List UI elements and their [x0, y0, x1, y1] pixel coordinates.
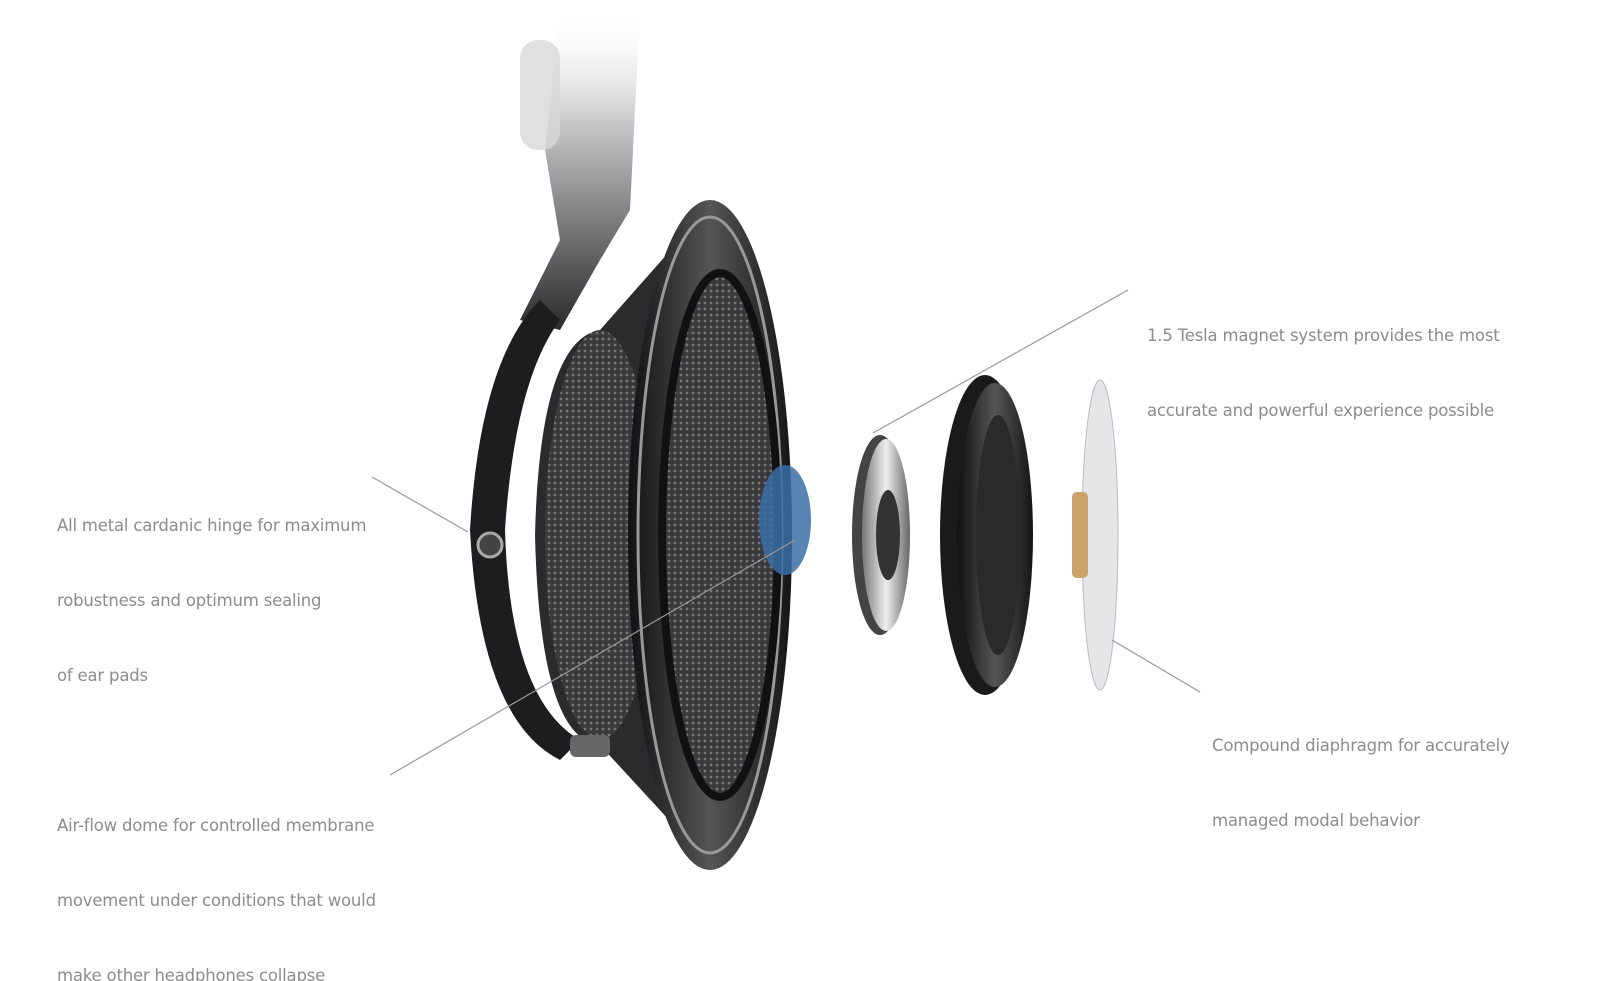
callout-line: All metal cardanic hinge for maximum — [57, 516, 367, 535]
callout-line: robustness and optimum sealing — [57, 591, 322, 610]
leader-line-hinge — [371, 476, 469, 533]
callout-line: of ear pads — [57, 666, 148, 685]
callout-hinge: All metal cardanic hinge for maximum rob… — [57, 463, 366, 713]
earcup — [476, 200, 811, 870]
hinge-yoke — [470, 300, 580, 760]
magnet-system — [852, 435, 910, 635]
air-flow-dome — [759, 465, 811, 575]
diaphragm — [1072, 379, 1119, 691]
leader-line-diaphragm — [1111, 639, 1201, 693]
leader-line-dome — [389, 539, 796, 776]
callout-line: Air-flow dome for controlled membrane — [57, 816, 375, 835]
leader-line-magnet — [872, 289, 1129, 434]
callout-line: Compound diaphragm for accurately — [1212, 736, 1510, 755]
hinge-screw — [476, 531, 504, 559]
callout-line: make other headphones collapse — [57, 966, 326, 981]
callout-diaphragm: Compound diaphragm for accurately manage… — [1212, 683, 1510, 858]
callout-line: movement under conditions that would — [57, 891, 376, 910]
headband — [520, 10, 640, 330]
callout-dome: Air-flow dome for controlled membrane mo… — [57, 763, 376, 981]
callout-line: managed modal behavior — [1212, 811, 1420, 830]
callout-line: 1.5 Tesla magnet system provides the mos… — [1147, 326, 1500, 345]
callout-line: accurate and powerful experience possibl… — [1147, 401, 1494, 420]
callout-magnet: 1.5 Tesla magnet system provides the mos… — [1147, 273, 1500, 448]
driver-ring — [940, 375, 1033, 695]
